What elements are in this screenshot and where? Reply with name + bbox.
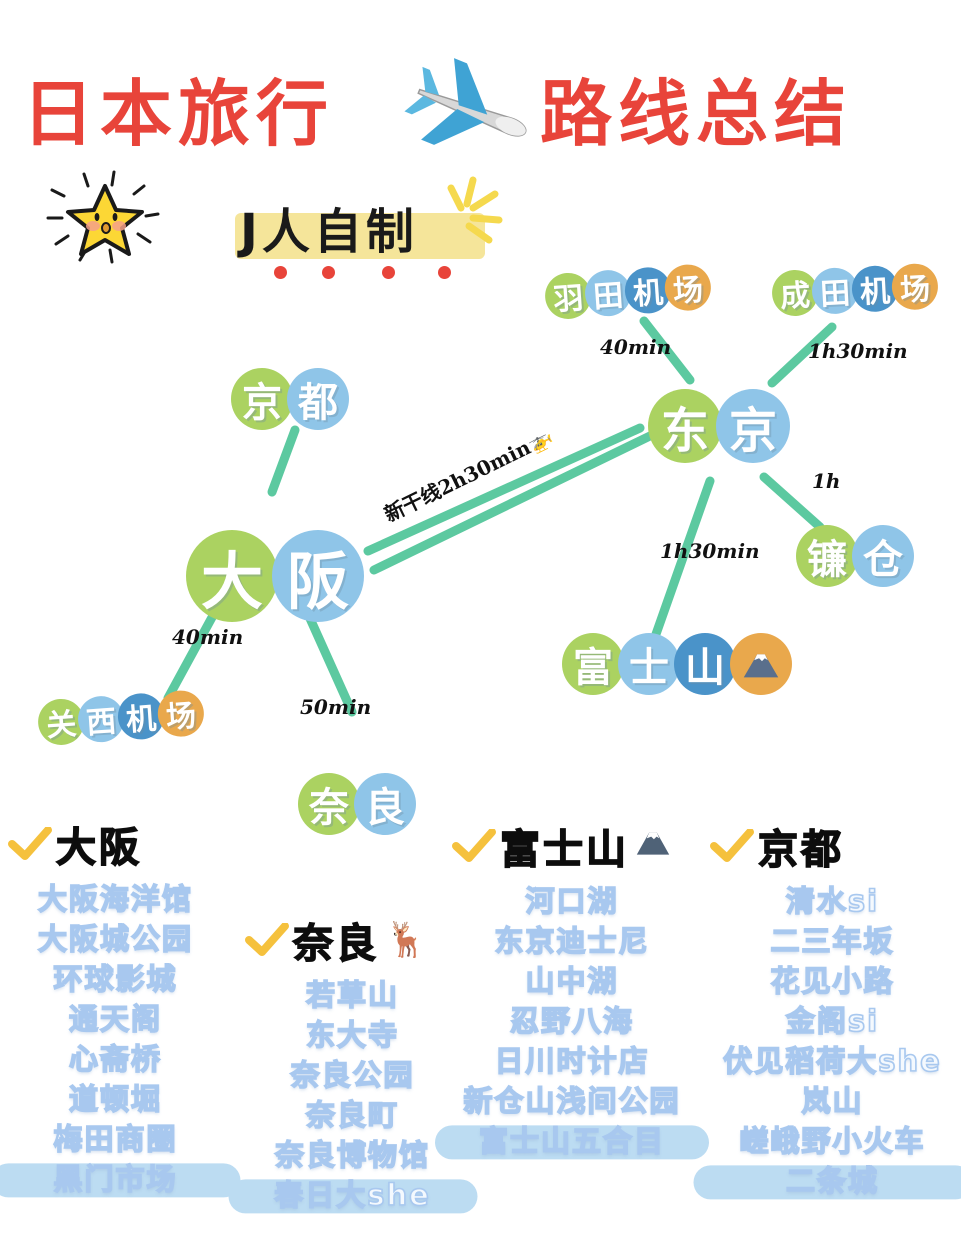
check-mark-icon xyxy=(452,829,496,862)
list-header-nara: 奈良 🦌 xyxy=(245,911,460,969)
edge-label-osaka-kansai: 40min xyxy=(172,625,244,649)
map-node-fuji[interactable]: 富 士 山 xyxy=(562,633,792,695)
list-item: 山中湖 xyxy=(525,963,619,999)
list-nara: 奈良 🦌 若草山 东大寺 奈良公园 奈良町 奈良博物馆 春日大she xyxy=(245,911,460,1215)
map-node-nara[interactable]: 奈 良 xyxy=(298,773,416,835)
list-item: 嵯峨野小火车 xyxy=(739,1123,926,1159)
list-item: 富士山五合目 xyxy=(452,1121,692,1161)
list-item: 大阪海洋馆 xyxy=(37,881,193,917)
check-mark-icon xyxy=(8,827,52,860)
map-node-osaka[interactable]: 大 阪 xyxy=(186,530,364,622)
cute-star-icon xyxy=(40,160,170,270)
list-item: 岚山 xyxy=(801,1083,864,1119)
edge-label-osaka-nara: 50min xyxy=(300,695,372,719)
list-item: 春日大she xyxy=(245,1175,460,1215)
node-char: 山 xyxy=(674,633,736,695)
subtitle-block: J人自制 xyxy=(230,176,505,283)
list-item: 清水si xyxy=(785,883,880,919)
edge-label-tokyo-kamakura: 1h xyxy=(812,469,841,493)
list-kyoto: 京都 清水si 二三年坂 花见小路 金阁si 伏见稻荷大she 岚山 嵯峨野小火… xyxy=(710,817,955,1201)
list-item: 花见小路 xyxy=(770,963,895,999)
list-header-fuji: 富士山 xyxy=(452,817,692,875)
deco-dot xyxy=(382,266,395,279)
list-item: 梅田商圈 xyxy=(53,1121,178,1157)
subtitle-text: J人自制 xyxy=(240,204,418,260)
list-item: 黑门市场 xyxy=(8,1159,223,1199)
check-mark-icon xyxy=(245,923,289,956)
node-char: 京 xyxy=(231,368,293,430)
mount-fuji-icon xyxy=(730,633,792,695)
poster-title: 日本旅行 路线总结 xyxy=(0,62,961,172)
list-item: 若草山 xyxy=(305,977,399,1013)
list-item: 二条城 xyxy=(710,1161,955,1201)
attraction-lists: 大阪 大阪海洋馆 大阪城公园 环球影城 通天阁 心斋桥 道顿堀 梅田商圈 黑门市… xyxy=(0,815,961,1259)
edge-label-tokyo-fuji: 1h30min xyxy=(660,539,760,563)
map-node-tokyo[interactable]: 东 京 xyxy=(648,389,790,463)
deco-dot xyxy=(274,266,287,279)
deco-dot xyxy=(438,266,451,279)
node-char: 仓 xyxy=(852,525,914,587)
list-items-osaka: 大阪海洋馆 大阪城公园 环球影城 通天阁 心斋桥 道顿堀 梅田商圈 黑门市场 xyxy=(8,879,223,1199)
node-char: 奈 xyxy=(298,773,360,835)
list-header-kyoto: 京都 xyxy=(710,817,955,875)
sparkle-icon xyxy=(447,176,503,244)
list-title: 京都 xyxy=(757,826,844,874)
list-item: 二三年坂 xyxy=(770,923,895,959)
list-item: 河口湖 xyxy=(525,883,619,919)
list-item: 忍野八海 xyxy=(509,1003,634,1039)
node-char: 士 xyxy=(618,633,680,695)
list-item: 大阪城公园 xyxy=(37,921,193,957)
title-part-2: 路线总结 xyxy=(540,72,853,156)
node-char: 阪 xyxy=(272,530,364,622)
list-header-osaka: 大阪 xyxy=(8,815,223,873)
list-item: 道顿堀 xyxy=(68,1081,162,1117)
title-part-1: 日本旅行 xyxy=(22,72,335,156)
list-item: 通天阁 xyxy=(68,1001,162,1037)
map-node-kamakura[interactable]: 镰 仓 xyxy=(796,525,914,587)
node-char: 镰 xyxy=(796,525,858,587)
deer-icon: 🦌 xyxy=(385,920,428,960)
node-char: 大 xyxy=(186,530,278,622)
check-mark-icon xyxy=(710,829,754,862)
node-char: 都 xyxy=(287,368,349,430)
airplane-icon xyxy=(404,58,527,145)
list-fuji: 富士山 河口湖 东京迪士尼 山中湖 忍野八海 日川时计店 新仓山浅间公园 富士山… xyxy=(452,817,692,1161)
list-item: 日川时计店 xyxy=(494,1043,650,1079)
edge-label-haneda-tokyo: 40min xyxy=(600,335,672,359)
list-item: 伏见稻荷大she xyxy=(722,1043,942,1079)
list-title: 大阪 xyxy=(55,824,142,872)
list-item: 环球影城 xyxy=(53,961,178,997)
map-node-narita[interactable]: 成 田 机 场 xyxy=(770,262,940,318)
list-item: 东京迪士尼 xyxy=(494,923,650,959)
list-items-fuji: 河口湖 东京迪士尼 山中湖 忍野八海 日川时计店 新仓山浅间公园 富士山五合目 xyxy=(452,881,692,1161)
node-char: 良 xyxy=(354,773,416,835)
list-item: 奈良博物馆 xyxy=(274,1137,430,1173)
node-char: 东 xyxy=(648,389,722,463)
deco-dot xyxy=(322,266,335,279)
list-item: 金阁si xyxy=(785,1003,880,1039)
list-items-nara: 若草山 东大寺 奈良公园 奈良町 奈良博物馆 春日大she xyxy=(245,975,460,1215)
list-title: 富士山 xyxy=(499,826,629,874)
mount-fuji-icon xyxy=(635,826,671,867)
map-node-kyoto[interactable]: 京 都 xyxy=(231,368,349,430)
node-char: 富 xyxy=(562,633,624,695)
list-title: 奈良 xyxy=(292,920,379,968)
route-map: 羽 田 机 场 成 田 机 场 东 京 京 都 大 阪 镰 仓 富 xyxy=(0,255,961,835)
list-item: 心斋桥 xyxy=(68,1041,162,1077)
list-item: 东大寺 xyxy=(305,1017,399,1053)
list-item: 奈良公园 xyxy=(290,1057,415,1093)
list-items-kyoto: 清水si 二三年坂 花见小路 金阁si 伏见稻荷大she 岚山 嵯峨野小火车 二… xyxy=(710,881,955,1201)
node-char: 京 xyxy=(716,389,790,463)
list-osaka: 大阪 大阪海洋馆 大阪城公园 环球影城 通天阁 心斋桥 道顿堀 梅田商圈 黑门市… xyxy=(8,815,223,1199)
list-item: 新仓山浅间公园 xyxy=(463,1083,681,1119)
list-item: 奈良町 xyxy=(305,1097,399,1133)
edge-label-narita-tokyo: 1h30min xyxy=(808,339,908,363)
subtitle-highlight xyxy=(235,213,485,259)
